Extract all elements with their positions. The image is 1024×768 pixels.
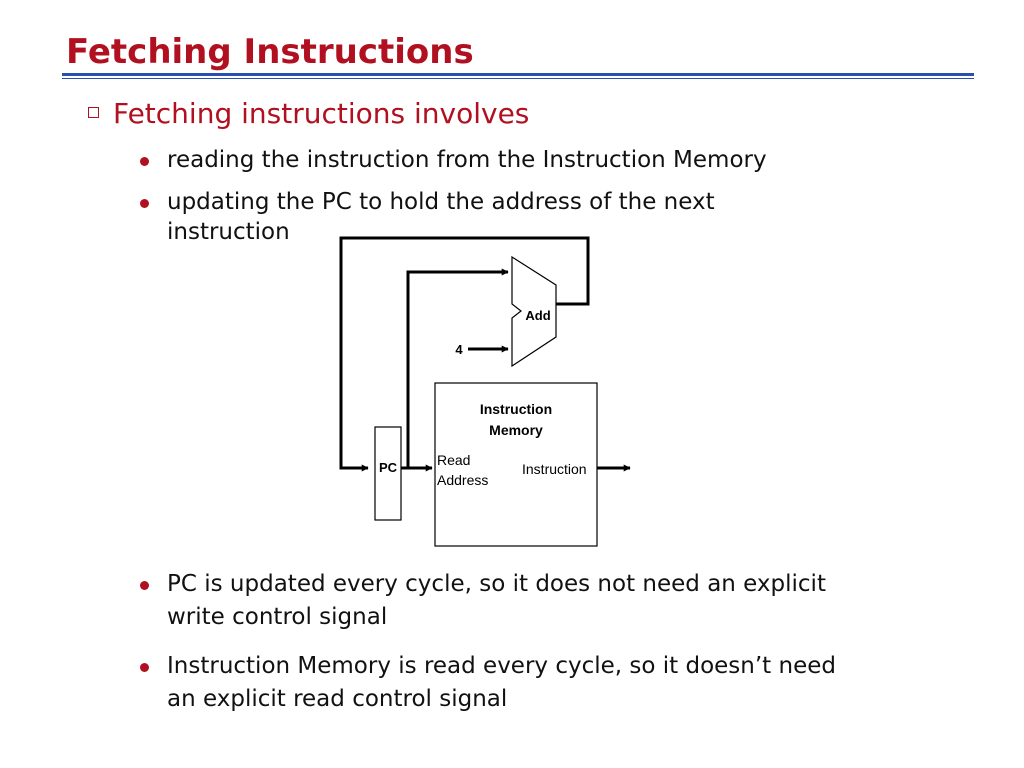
pc-register — [374, 426, 402, 521]
bullet-text: reading the instruction from the Instruc… — [167, 147, 767, 173]
instruction-output-label: Instruction — [522, 461, 587, 477]
slide-title: Fetching Instructions — [66, 32, 474, 72]
main-point-text: Fetching instructions involves — [113, 97, 530, 130]
title-underline — [62, 73, 974, 76]
memory-title-line2: Memory — [489, 422, 543, 438]
pc-to-adder-wire — [406, 268, 509, 468]
adder-feedback-wire — [339, 236, 590, 472]
round-bullet-icon — [140, 157, 149, 166]
bullet-text-line1: updating the PC to hold the address of t… — [167, 189, 715, 215]
bullet-text-line2: write control signal — [167, 604, 388, 630]
round-bullet-icon — [140, 199, 149, 208]
bullet-text-line1: PC is updated every cycle, so it does no… — [167, 571, 826, 597]
adder-label: Add — [525, 308, 550, 323]
pc-label: PC — [379, 460, 398, 475]
square-bullet-icon — [88, 106, 99, 118]
main-point: Fetching instructions involves — [88, 96, 529, 132]
round-bullet-icon — [140, 581, 149, 590]
bullet-text-line1: Instruction Memory is read every cycle, … — [167, 653, 836, 679]
title-underline-thin — [62, 78, 974, 79]
adder-unit — [511, 255, 557, 368]
memory-title-line1: Instruction — [480, 401, 552, 417]
constant-four-label: 4 — [455, 342, 463, 357]
instruction-memory-block — [434, 382, 598, 547]
read-address-label-line1: Read — [437, 452, 470, 468]
round-bullet-icon — [140, 663, 149, 672]
read-address-label-line2: Address — [437, 472, 488, 488]
bullet-text-line2: an explicit read control signal — [167, 686, 508, 712]
bullet-text-line2: instruction — [167, 219, 290, 245]
